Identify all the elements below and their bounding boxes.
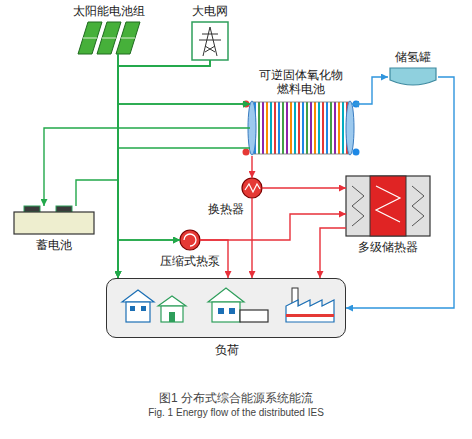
english-caption: Fig. 1 Energy flow of the distributed IE… xyxy=(148,407,324,418)
solar-panel-icon xyxy=(78,22,140,54)
heat-pump: 压缩式热泵 xyxy=(180,230,200,250)
power-grid-icon xyxy=(192,22,228,60)
figure-caption: 图1 分布式综合能源系统能流 xyxy=(159,390,313,407)
node-label: 蓄电池 xyxy=(36,238,72,252)
hydrogen-tank: 储氢罐 xyxy=(388,68,438,86)
node-label: 压缩式热泵 xyxy=(160,254,220,268)
fuel-cell: 可逆固体氧化物 燃料电池 xyxy=(250,100,352,156)
node-label: 储氢罐 xyxy=(395,50,431,64)
electric-flow xyxy=(118,60,210,240)
electric-flow xyxy=(118,54,180,240)
node-label: 大电网 xyxy=(192,4,228,18)
power-grid: 大电网 xyxy=(192,22,228,60)
heat-flow xyxy=(262,187,346,188)
fuel-cell-stack-icon xyxy=(243,101,360,156)
hydrogen-flow xyxy=(346,77,454,308)
load-area: 负荷 xyxy=(106,278,346,338)
node-label: 太阳能电池组 xyxy=(73,4,145,18)
hydrogen-tank-icon xyxy=(390,68,436,85)
hydrogen-flow xyxy=(352,77,388,104)
heat-storage: 多级储热器 xyxy=(346,176,430,236)
node-label: 多级储热器 xyxy=(358,240,418,254)
electric-flow xyxy=(118,60,210,278)
battery: 蓄电池 xyxy=(14,206,94,234)
electric-flow xyxy=(44,128,250,206)
battery-icon xyxy=(14,206,94,234)
node-label: 负荷 xyxy=(215,343,239,357)
heat-storage-icon xyxy=(346,176,430,236)
electric-flow xyxy=(76,180,118,278)
node-label: 可逆固体氧化物 燃料电池 xyxy=(255,68,347,96)
heat-exchanger: 换热器 xyxy=(242,178,262,198)
heat-pump-icon xyxy=(180,230,200,250)
electric-flow xyxy=(118,54,250,104)
electric-flow xyxy=(118,148,250,278)
heat-flow xyxy=(200,214,346,240)
heat-exchanger-icon xyxy=(242,178,262,198)
node-label: 换热器 xyxy=(208,202,244,216)
solar-array: 太阳能电池组 xyxy=(78,22,140,54)
heat-flow xyxy=(251,156,252,178)
heat-flow xyxy=(320,228,346,278)
load-illustration xyxy=(106,278,346,338)
heat-flow xyxy=(251,198,252,278)
